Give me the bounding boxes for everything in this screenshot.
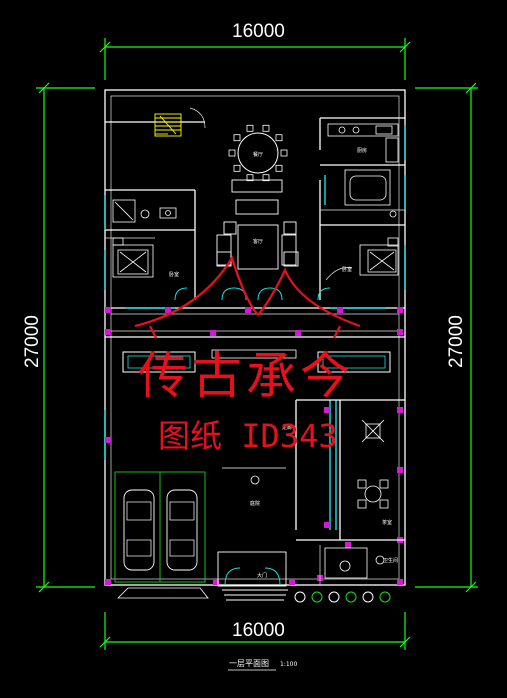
hall-front-doors	[174, 287, 331, 301]
column-marker	[397, 329, 403, 335]
plant-icon	[294, 591, 306, 603]
column-marker	[105, 307, 111, 313]
living-room-label: 客厅	[253, 238, 263, 245]
drawing-scale: 1:100	[280, 661, 297, 668]
column-marker	[397, 579, 403, 585]
kitchen-fixtures	[327, 123, 399, 163]
top-width-label: 16000	[232, 21, 285, 42]
right-bedroom-door-icon	[325, 267, 353, 281]
left-bedroom-label: 卧室	[169, 271, 179, 278]
watermark-id: 图纸 ID343	[158, 417, 338, 455]
plant-icon	[379, 591, 391, 603]
dining-chair	[246, 124, 254, 132]
plant-icon	[362, 591, 374, 603]
watermark-brand: 传古承今	[138, 347, 354, 405]
right-bedroom-label: 卧室	[342, 266, 352, 273]
main-gate	[217, 551, 288, 601]
tea-room-walls	[295, 399, 405, 585]
column-marker	[105, 329, 111, 335]
column-marker	[345, 542, 351, 548]
corridor-label: 走廊	[282, 424, 292, 431]
column-marker	[210, 330, 216, 336]
column-marker	[397, 407, 403, 413]
door-swing-icon	[189, 107, 206, 129]
column-marker	[324, 522, 330, 528]
garage	[114, 471, 209, 599]
bath-label: 卫生间	[383, 557, 398, 564]
dining-chair	[228, 149, 236, 157]
left-bedroom-bed	[112, 237, 154, 278]
living-furniture	[216, 179, 299, 270]
dining-chair	[233, 164, 241, 172]
courtyard-planters	[122, 349, 391, 373]
dining-table	[228, 124, 288, 182]
drawing-title: 一层平面图	[229, 659, 269, 668]
top-dimension	[99, 38, 411, 80]
column-marker	[324, 407, 330, 413]
left-dimension	[36, 82, 95, 593]
left-height-label: 27000	[22, 315, 43, 368]
column-marker	[289, 579, 295, 585]
dining-chair	[246, 174, 254, 182]
dining-room-label: 餐厅	[253, 151, 263, 158]
exterior-walls	[104, 89, 406, 586]
tea-room-label: 茶室	[382, 519, 392, 526]
plant-icon	[328, 591, 340, 603]
gate-label: 大门	[257, 572, 267, 579]
column-marker	[397, 307, 403, 313]
left-bathroom	[112, 199, 177, 223]
dining-chair	[275, 134, 283, 142]
dining-chair	[275, 164, 283, 172]
column-marker	[295, 330, 301, 336]
staircase	[154, 113, 182, 137]
column-marker	[105, 579, 111, 585]
right-height-label: 27000	[446, 315, 467, 368]
bottom-width-label: 16000	[232, 620, 285, 641]
dining-chair	[280, 149, 288, 157]
right-bedroom-bed	[359, 237, 399, 276]
courtyard-label: 庭院	[250, 500, 260, 507]
kitchen-label: 厨房	[357, 147, 367, 154]
column-marker	[213, 579, 219, 585]
lower-right-bath	[324, 547, 385, 579]
bottom-dimension	[99, 612, 411, 650]
watermark-roof-logo	[134, 255, 361, 339]
plant-row	[294, 591, 391, 603]
column-marker	[397, 467, 403, 473]
column-marker	[105, 437, 111, 443]
dining-chair	[262, 174, 270, 182]
courtyard-center	[222, 467, 286, 485]
right-bathroom	[324, 169, 397, 218]
right-dimension	[415, 82, 478, 593]
column-marker	[245, 307, 251, 313]
plant-icon	[311, 591, 323, 603]
dining-chair	[233, 134, 241, 142]
dining-chair	[262, 124, 270, 132]
column-marker	[165, 307, 171, 313]
tea-table	[357, 419, 389, 509]
column-marker	[337, 307, 343, 313]
plant-icon	[345, 591, 357, 603]
